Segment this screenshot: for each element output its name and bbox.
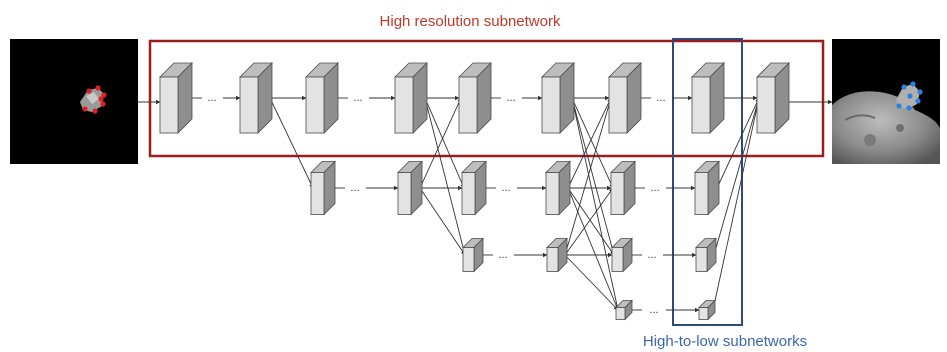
- feature-block: [239, 62, 273, 134]
- ellipsis: ...: [649, 304, 658, 316]
- feature-block: [756, 62, 790, 134]
- feature-block: [691, 62, 725, 134]
- feature-block: [695, 237, 717, 273]
- ellipsis: ...: [647, 249, 656, 261]
- ellipsis: ...: [353, 92, 362, 104]
- ellipsis: ...: [506, 92, 515, 104]
- ellipsis: ...: [656, 92, 665, 104]
- feature-block: [458, 62, 492, 134]
- feature-block: [615, 299, 633, 321]
- connection-arrow: [564, 187, 614, 256]
- ellipsis: ...: [501, 182, 510, 194]
- feature-block: [462, 237, 484, 273]
- ellipsis: ...: [350, 182, 359, 194]
- feature-block: [159, 62, 193, 134]
- connection-arrow: [567, 97, 612, 189]
- feature-block: [541, 62, 575, 134]
- connections: [138, 95, 833, 313]
- high-resolution-box: [148, 39, 825, 158]
- connection-arrow: [424, 97, 465, 189]
- input-asteroid: [80, 85, 107, 114]
- feature-blocks: [159, 62, 790, 321]
- feature-block: [397, 160, 423, 216]
- feature-block: [610, 160, 636, 216]
- feature-block: [694, 160, 720, 216]
- connection-arrow: [564, 97, 613, 256]
- high-to-low-box: [672, 38, 743, 326]
- feature-block: [611, 237, 633, 273]
- connection-arrow: [713, 97, 761, 256]
- feature-block: [394, 62, 428, 134]
- ellipsis: ...: [207, 92, 216, 104]
- feature-block: [546, 237, 568, 273]
- connection-arrow: [567, 187, 615, 256]
- input-image: [10, 39, 138, 164]
- connection-arrow: [424, 97, 467, 256]
- connection-arrow: [564, 254, 619, 311]
- ellipsis: ...: [650, 182, 659, 194]
- feature-block: [305, 62, 339, 134]
- feature-block: [310, 160, 336, 216]
- output-image: [832, 39, 940, 164]
- connection-arrow: [269, 97, 314, 189]
- connection-arrow: [567, 187, 619, 311]
- feature-block: [545, 160, 571, 216]
- feature-block: [698, 299, 716, 321]
- connection-arrow: [571, 97, 616, 256]
- ellipsis: ...: [498, 249, 507, 261]
- output-asteroid: [896, 81, 923, 111]
- connection-arrow: [419, 187, 466, 256]
- connection-arrow: [716, 97, 760, 189]
- feature-block: [461, 160, 487, 216]
- connection-arrow: [571, 97, 620, 311]
- connection-arrow: [419, 97, 462, 189]
- high-to-low-label: High-to-low subnetworks: [643, 333, 807, 350]
- diagram-title: High resolution subnetwork: [380, 13, 561, 30]
- ellipses: ..............................: [207, 92, 665, 316]
- feature-block: [608, 62, 642, 134]
- connection-arrow: [571, 97, 614, 189]
- connection-arrow: [712, 97, 761, 311]
